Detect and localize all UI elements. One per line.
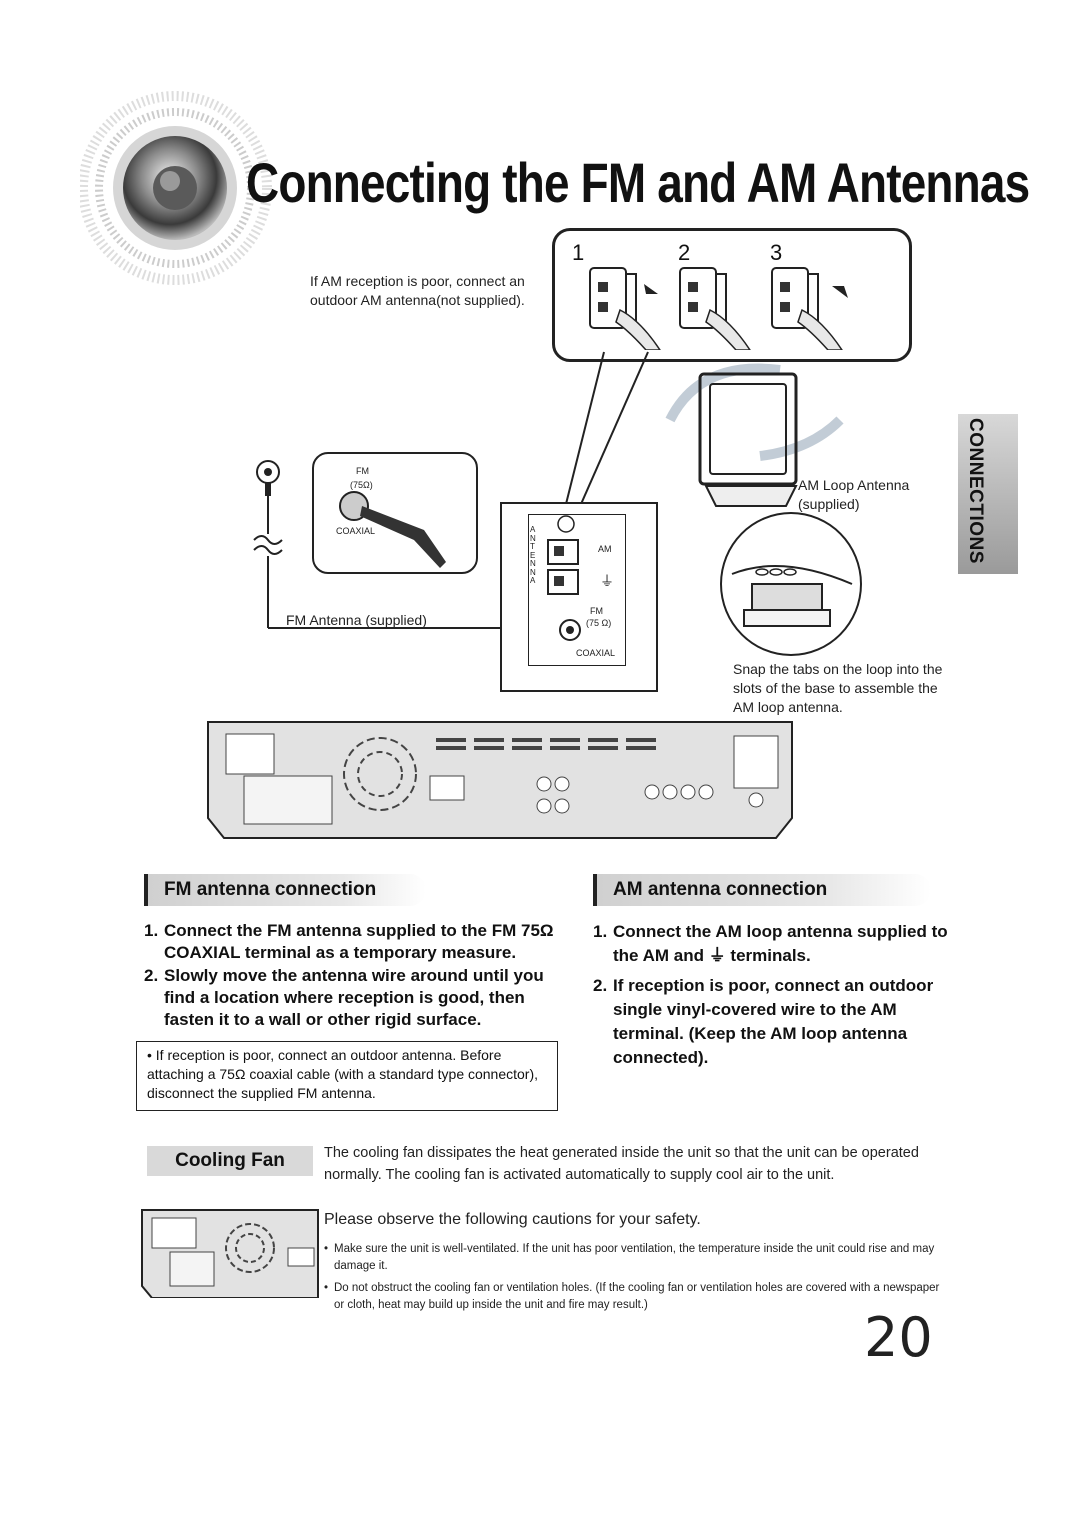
caution-bullet-2: • Do not obstruct the cooling fan or ven…: [324, 1282, 940, 1311]
fm-step-2-text: Slowly move the antenna wire around unti…: [164, 966, 544, 1029]
am-loop-antenna-illustration: [660, 360, 850, 535]
fm-step-2-number: 2.: [144, 966, 159, 985]
am-step-1-text: Connect the AM loop antenna supplied to …: [613, 922, 948, 965]
unit-rear-panel: [204, 714, 796, 851]
step-2-number: 2: [678, 240, 691, 265]
am-steps-list: 1. Connect the AM loop antenna supplied …: [593, 920, 965, 1071]
am-step-2-text: If reception is poor, connect an outdoor…: [613, 976, 934, 1067]
panel-fm-label: FM: [590, 606, 603, 616]
page-title: Connecting the FM and AM Antennas: [246, 151, 1030, 214]
fm-step-2: 2. Slowly move the antenna wire around u…: [144, 965, 554, 1031]
fm-inset-ohm: (75Ω): [350, 480, 373, 490]
connector-lines: [561, 351, 649, 521]
fm-inset-label: FM: [356, 466, 369, 476]
caution-bullet-1: • Make sure the unit is well-ventilated.…: [324, 1243, 935, 1272]
fm-steps-list: 1. Connect the FM antenna supplied to th…: [144, 920, 554, 1032]
cooling-fan-tag: Cooling Fan: [147, 1146, 313, 1176]
cooling-fan-rear-panel: [140, 1206, 320, 1303]
panel-coaxial-label: COAXIAL: [576, 648, 616, 658]
am-step-1-number: 1.: [593, 922, 608, 941]
page-number: 20: [864, 1306, 933, 1369]
fm-section-heading: FM antenna connection: [144, 874, 426, 906]
terminal-steps-illustration: [580, 260, 900, 355]
caution-bullet-1-text: Make sure the unit is well-ventilated. I…: [334, 1243, 935, 1272]
svg-text:⏚: ⏚: [600, 574, 614, 590]
cooling-fan-description: The cooling fan dissipates the heat gene…: [324, 1145, 919, 1183]
antenna-terminal-panel: ⏚ ANTENNA AM FM (75 Ω) COAXIAL: [500, 502, 658, 692]
fm-inset-coaxial: COAXIAL: [336, 526, 376, 536]
outdoor-antenna-note: If AM reception is poor, connect an outd…: [310, 273, 525, 308]
fm-step-1: 1. Connect the FM antenna supplied to th…: [144, 920, 554, 964]
step-3-number: 3: [770, 240, 783, 265]
am-step-2-number: 2.: [593, 976, 608, 995]
am-step-2: 2. If reception is poor, connect an outd…: [593, 974, 965, 1070]
connections-tab-label: CONNECTIONS: [965, 418, 986, 564]
connections-tab: CONNECTIONS: [958, 414, 1018, 574]
am-step-1: 1. Connect the AM loop antenna supplied …: [593, 920, 965, 968]
fm-plug-inset: [312, 452, 478, 574]
panel-ohm-label: (75 Ω): [586, 618, 612, 628]
panel-am-label: AM: [598, 544, 612, 554]
cooling-caution-heading: Please observe the following cautions fo…: [324, 1211, 701, 1228]
loop-assembly-inset: [720, 512, 862, 656]
fm-step-1-number: 1.: [144, 921, 159, 940]
fm-step-1-text: Connect the FM antenna supplied to the F…: [164, 921, 554, 962]
am-loop-antenna-label: AM Loop Antenna (supplied): [798, 477, 910, 512]
fm-antenna-label: FM Antenna (supplied): [286, 612, 427, 628]
step-1-number: 1: [572, 240, 585, 265]
fm-note-box: • If reception is poor, connect an outdo…: [136, 1041, 558, 1111]
caution-bullet-2-text: Do not obstruct the cooling fan or venti…: [334, 1282, 940, 1311]
panel-antenna-label: ANTENNA: [530, 525, 536, 585]
am-section-heading: AM antenna connection: [593, 874, 931, 906]
speaker-graphic: [78, 88, 280, 288]
snap-tabs-note: Snap the tabs on the loop into the slots…: [733, 661, 943, 715]
